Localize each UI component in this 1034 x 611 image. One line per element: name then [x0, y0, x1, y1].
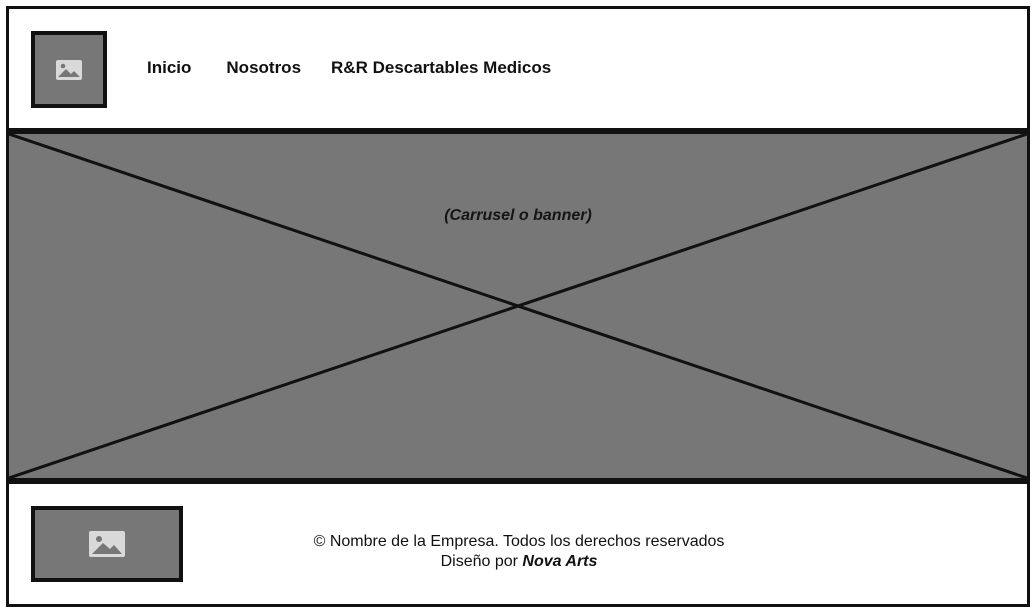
nav-link-inicio[interactable]: Inicio	[147, 58, 192, 77]
credit-brand: Nova Arts	[522, 553, 598, 570]
footer-logo-placeholder[interactable]	[31, 506, 183, 582]
main-nav: Inicio Nosotros R&R Descartables Medicos	[147, 56, 551, 80]
image-placeholder-icon	[89, 531, 125, 557]
nav-link-nosotros[interactable]: Nosotros	[226, 58, 302, 77]
image-placeholder-icon	[56, 59, 82, 80]
header-logo-placeholder[interactable]	[31, 31, 107, 108]
site-header: Inicio Nosotros R&R Descartables Medicos	[9, 9, 1027, 128]
page-frame: Inicio Nosotros R&R Descartables Medicos…	[6, 6, 1030, 607]
nav-link-rr-descartables-medicos[interactable]: R&R Descartables Medicos	[331, 58, 552, 77]
banner-caption: (Carrusel o banner)	[444, 207, 592, 224]
site-footer: © Nombre de la Empresa. Todos los derech…	[9, 484, 1027, 604]
banner-cross-lines	[9, 134, 1027, 478]
copyright-text: © Nombre de la Empresa. Todos los derech…	[313, 533, 725, 550]
design-credit: Diseño por Nova Arts	[209, 552, 829, 572]
credit-prefix: Diseño por	[440, 553, 523, 570]
footer-text: © Nombre de la Empresa. Todos los derech…	[209, 532, 829, 572]
banner-placeholder[interactable]: (Carrusel o banner)	[9, 128, 1027, 484]
